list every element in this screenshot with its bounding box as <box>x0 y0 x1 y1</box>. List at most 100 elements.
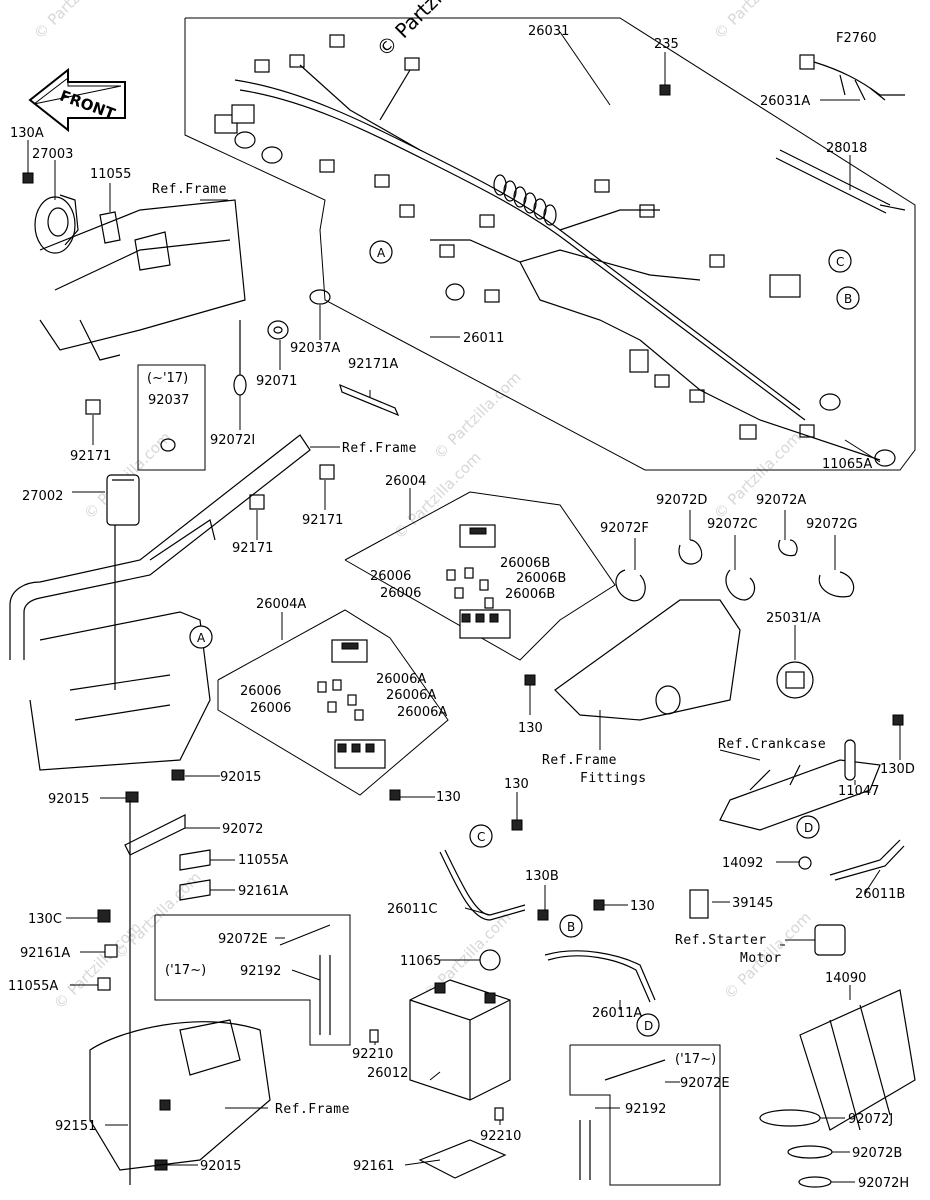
bracket-11055 <box>99 211 121 244</box>
callout-92072D: 92072D <box>656 493 707 508</box>
ref-starter-motor: Motor <box>740 951 782 966</box>
crankcase <box>719 714 904 831</box>
grommet-92071 <box>267 320 289 340</box>
bolt-130-icon <box>389 789 401 801</box>
callout-92171: 92171 <box>232 541 273 556</box>
connector-B2: B <box>559 914 583 938</box>
callout-26006: 26006 <box>370 569 411 584</box>
tie-92072E-a <box>279 924 331 946</box>
callout-26006B: 26006B <box>500 556 550 571</box>
battery-26012 <box>409 949 511 1101</box>
callout-92072J: 92072J <box>848 1112 893 1127</box>
callout-26011A: 26011A <box>592 1006 642 1021</box>
frame-upper <box>39 199 246 361</box>
callout-92015: 92015 <box>220 770 261 785</box>
bolt-235 <box>659 84 671 96</box>
callout-27003: 27003 <box>32 147 73 162</box>
clamp-92072H <box>798 1176 832 1188</box>
callout-92072E: 92072E <box>218 932 268 947</box>
ref-starter-motor: Ref.Starter <box>675 933 767 948</box>
callout-11065: 11065 <box>400 954 441 969</box>
frame-lower <box>89 1019 271 1171</box>
clamp-92072A <box>778 539 798 557</box>
clamp-92072J <box>759 1109 821 1127</box>
callout-26006B: 26006B <box>505 587 555 602</box>
bolt-130-icon <box>524 674 536 686</box>
callout-92210: 92210 <box>352 1047 393 1062</box>
tube-92192-b <box>579 1120 591 1180</box>
callout-92072E: 92072E <box>680 1076 730 1091</box>
callout-92192: 92192 <box>240 964 281 979</box>
callout-92210: 92210 <box>480 1129 521 1144</box>
callout-92015: 92015 <box>200 1159 241 1174</box>
clamp-92037A <box>309 289 331 305</box>
callout-92037: 92037 <box>148 393 189 408</box>
callout-11055: 11055 <box>90 167 131 182</box>
callout-26031A: 26031A <box>760 94 810 109</box>
connector-A1: A <box>369 240 393 264</box>
ref-frame: Ref.Frame <box>275 1102 350 1117</box>
clip-92171-icon <box>249 494 265 510</box>
svg-text:A: A <box>197 631 206 645</box>
callout-11047: 11047 <box>838 784 879 799</box>
bracket-92171A <box>339 383 400 417</box>
callout-25031A: 25031/A <box>766 611 821 626</box>
cover-14090 <box>799 989 916 1131</box>
watermark: © Partzilla.com <box>30 0 125 43</box>
callout-130: 130 <box>518 721 543 736</box>
callout-14092: 14092 <box>722 856 763 871</box>
ref-frame-fittings: Ref.Frame <box>542 753 617 768</box>
reference-labels: Ref.Frame Ref.Frame Ref.Frame Fittings R… <box>152 182 826 1117</box>
pad-92210-icon <box>494 1107 504 1121</box>
tie-92072E-b <box>604 1059 666 1081</box>
copyright-mark: © Partzilla.com <box>372 0 498 62</box>
connector-A2: A <box>189 625 213 649</box>
cable-26011A <box>544 950 656 1003</box>
callout-92072C: 92072C <box>707 517 757 532</box>
main-harness-group <box>184 17 916 471</box>
note-box-17b <box>154 914 351 1046</box>
watermark: © Partzilla.com <box>430 368 525 463</box>
callout-92161A: 92161A <box>20 946 70 961</box>
front-arrow-icon: FRONT <box>28 67 126 133</box>
fuse-box-26004 <box>446 524 511 639</box>
bolt-130-icon <box>537 909 549 921</box>
callout-130D: 130D <box>880 762 915 777</box>
callout-92072G: 92072G <box>806 517 857 532</box>
callout-11055A: 11055A <box>238 853 288 868</box>
callout-92072B: 92072B <box>852 1146 902 1161</box>
ref-frame: Ref.Frame <box>152 182 227 197</box>
callout-F2760: F2760 <box>836 31 877 46</box>
ref-frame-fittings: Fittings <box>580 771 647 786</box>
clip-92037 <box>160 438 176 452</box>
svg-text:C: C <box>477 830 485 844</box>
leader-lines <box>27 31 901 1183</box>
svg-text:D: D <box>644 1019 653 1033</box>
fuse-box-26004-group <box>344 491 616 661</box>
callout-92151: 92151 <box>55 1119 96 1134</box>
svg-text:D: D <box>804 821 813 835</box>
cable-26011C <box>439 849 526 921</box>
callout-14090: 14090 <box>825 971 866 986</box>
callout-note-17b: ('17~) <box>165 963 206 978</box>
callout-11055A: 11055A <box>8 979 58 994</box>
callout-28018: 28018 <box>826 141 867 156</box>
tube-28018 <box>775 149 906 214</box>
callout-92072A: 92072A <box>756 493 806 508</box>
pad-92161 <box>418 1139 507 1179</box>
connector-D2: D <box>636 1013 660 1037</box>
frame-main <box>9 434 311 771</box>
callout-92072: 92072 <box>222 822 263 837</box>
callout-92171A: 92171A <box>348 357 398 372</box>
relay-27002 <box>106 474 140 526</box>
callout-92171: 92171 <box>302 513 343 528</box>
pad-92210-icon <box>369 1029 379 1043</box>
callout-92161: 92161 <box>353 1159 394 1174</box>
callout-130: 130 <box>436 790 461 805</box>
harness-coil <box>493 174 557 226</box>
bolt-130-icon <box>593 899 605 911</box>
sub-harness-26031A <box>799 54 905 101</box>
callout-26006A: 26006A <box>376 672 426 687</box>
callout-26012: 26012 <box>367 1066 408 1081</box>
